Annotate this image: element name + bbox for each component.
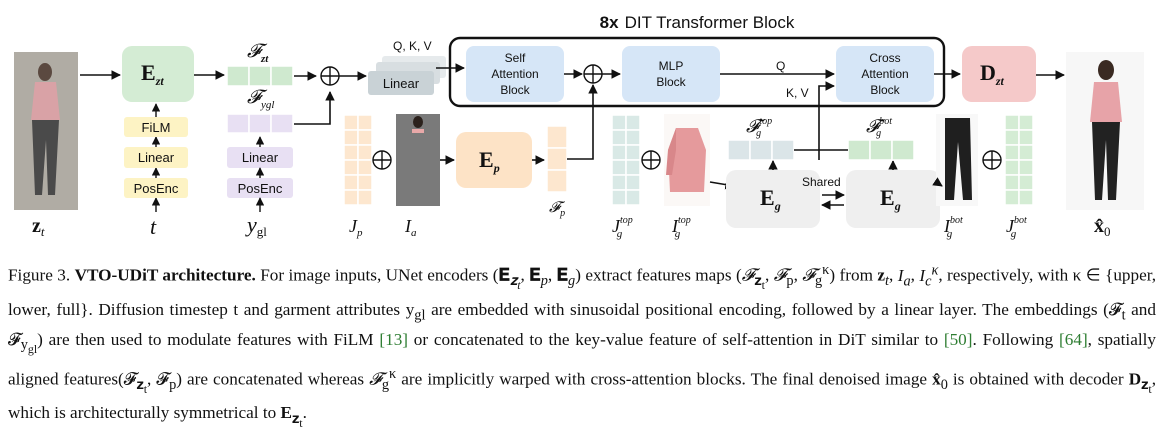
fg-top-feature — [727, 139, 795, 161]
concat-symbol-1 — [320, 66, 340, 86]
caption-text-15: are implicitly warped with cross-attenti… — [396, 369, 933, 389]
q-label: Q — [776, 59, 785, 73]
caption-text-8: ) are then used to modulate features wit… — [37, 329, 380, 349]
linear-y-box — [227, 147, 293, 168]
f-zt-feature — [226, 65, 294, 87]
shared-label: Shared — [802, 175, 841, 189]
cross-attention-line2: Attention — [861, 67, 908, 81]
caption-text-11: . Following — [972, 329, 1060, 349]
encoder-g-bot — [846, 170, 940, 228]
linear-box — [368, 71, 434, 95]
garment-top-image — [664, 114, 710, 206]
concat-symbol-3 — [372, 150, 392, 170]
jp-pose-grid — [343, 114, 373, 206]
kv-label: K, V — [786, 86, 809, 100]
posenc-y-label: PosEnc — [238, 181, 283, 196]
cite-64[interactable]: [64] — [1059, 329, 1088, 349]
self-attention-line1: Self — [505, 51, 526, 65]
cross-attention-block — [836, 46, 934, 102]
caption-text-2: ) extract features maps ( — [575, 265, 742, 285]
caption-text-13: , 𝓕 — [147, 369, 170, 389]
caption-text-7: and 𝓕 — [8, 299, 1156, 349]
linear-label: Linear — [383, 76, 420, 91]
posenc-t-label: PosEnc — [134, 181, 179, 196]
decoder-zt — [962, 46, 1036, 102]
self-attention-line2: Attention — [491, 67, 538, 81]
z-t-label: zt — [32, 215, 45, 239]
qkv-label: Q, K, V — [393, 39, 432, 53]
self-attention-line3: Block — [500, 83, 530, 97]
jg-top-grid — [611, 114, 641, 206]
transformer-block-frame — [448, 36, 946, 108]
encoder-zt — [122, 46, 194, 102]
x0-label: x̂0 — [1094, 215, 1111, 239]
caption-e-1: 𝐄 — [498, 265, 510, 285]
encoder-g-bot-label: Eg — [880, 185, 901, 213]
caption-text-10: the key-value feature of self-attention … — [548, 329, 944, 349]
ygl-label: ygl — [245, 212, 267, 239]
encoder-p-label: Ep — [479, 147, 500, 175]
film-label: FiLM — [142, 120, 171, 135]
linear-t-label: Linear — [138, 150, 175, 165]
noisy-input-image — [14, 52, 78, 210]
caption-text-6: encoding, followed by a linear layer. Th… — [718, 299, 1122, 319]
encoder-p — [456, 132, 532, 188]
mlp-line1: MLP — [659, 59, 684, 73]
fp-label: 𝓕p — [549, 200, 566, 219]
f-ygl-feature — [226, 113, 294, 134]
linear-y-label: Linear — [242, 150, 279, 165]
f-ygl-label: 𝓕ygl — [247, 87, 274, 111]
ia-label: Ia — [404, 216, 417, 239]
caption-text-16: is obtained with decoder — [947, 369, 1129, 389]
jp-label: Jp — [349, 216, 363, 239]
output-image — [1066, 52, 1144, 210]
posenc-y-box — [227, 178, 293, 198]
film-box — [124, 117, 188, 137]
agnostic-image — [396, 114, 440, 206]
jg-bot-grid — [1004, 114, 1034, 206]
caption-text-4: , respectively, with κ ∈ {upper, lower, … — [8, 265, 1157, 319]
encoder-g-top-label: Eg — [760, 185, 781, 213]
cite-13[interactable]: [13] — [379, 329, 409, 349]
cross-attention-line3: Block — [870, 83, 900, 97]
fg-bot-feature — [847, 139, 915, 161]
caption-text-5: are embedded with sinusoidal positional — [425, 299, 714, 319]
cite-50[interactable]: [50] — [943, 329, 973, 349]
caption-text-3: ) from — [829, 265, 878, 285]
linear-t-box — [124, 147, 188, 168]
caption-text-14: ) are concatenated whereas — [176, 369, 365, 389]
figure-caption: Figure 3. VTO-UDiT architecture. For ima… — [8, 262, 1157, 430]
caption-text-1: For image inputs, UNet encoders ( — [255, 265, 499, 285]
garment-bot-image — [936, 114, 978, 206]
encoder-zt-label: Ezt — [141, 60, 164, 88]
encoder-g-top — [726, 170, 820, 228]
concat-symbol-2 — [583, 64, 603, 84]
mlp-line2: Block — [656, 75, 686, 89]
concat-symbol-4 — [641, 150, 661, 170]
decoder-zt-label: Dzt — [980, 60, 1005, 88]
caption-text-12: , spatially aligned features(𝓕 — [8, 329, 1156, 389]
timestep-label: t — [150, 214, 157, 239]
caption-figure-number: Figure 3. — [8, 265, 71, 285]
caption-text-9: or concatenated to — [408, 329, 543, 349]
concat-symbol-5 — [982, 150, 1002, 170]
posenc-t-box — [124, 178, 188, 198]
caption-title: VTO-UDiT architecture. — [74, 265, 256, 285]
f-zt-label: 𝓕zt — [247, 41, 269, 65]
self-attention-block — [466, 46, 564, 102]
fp-feature — [546, 125, 568, 193]
mlp-block — [622, 46, 720, 102]
cross-attention-line1: Cross — [869, 51, 900, 65]
